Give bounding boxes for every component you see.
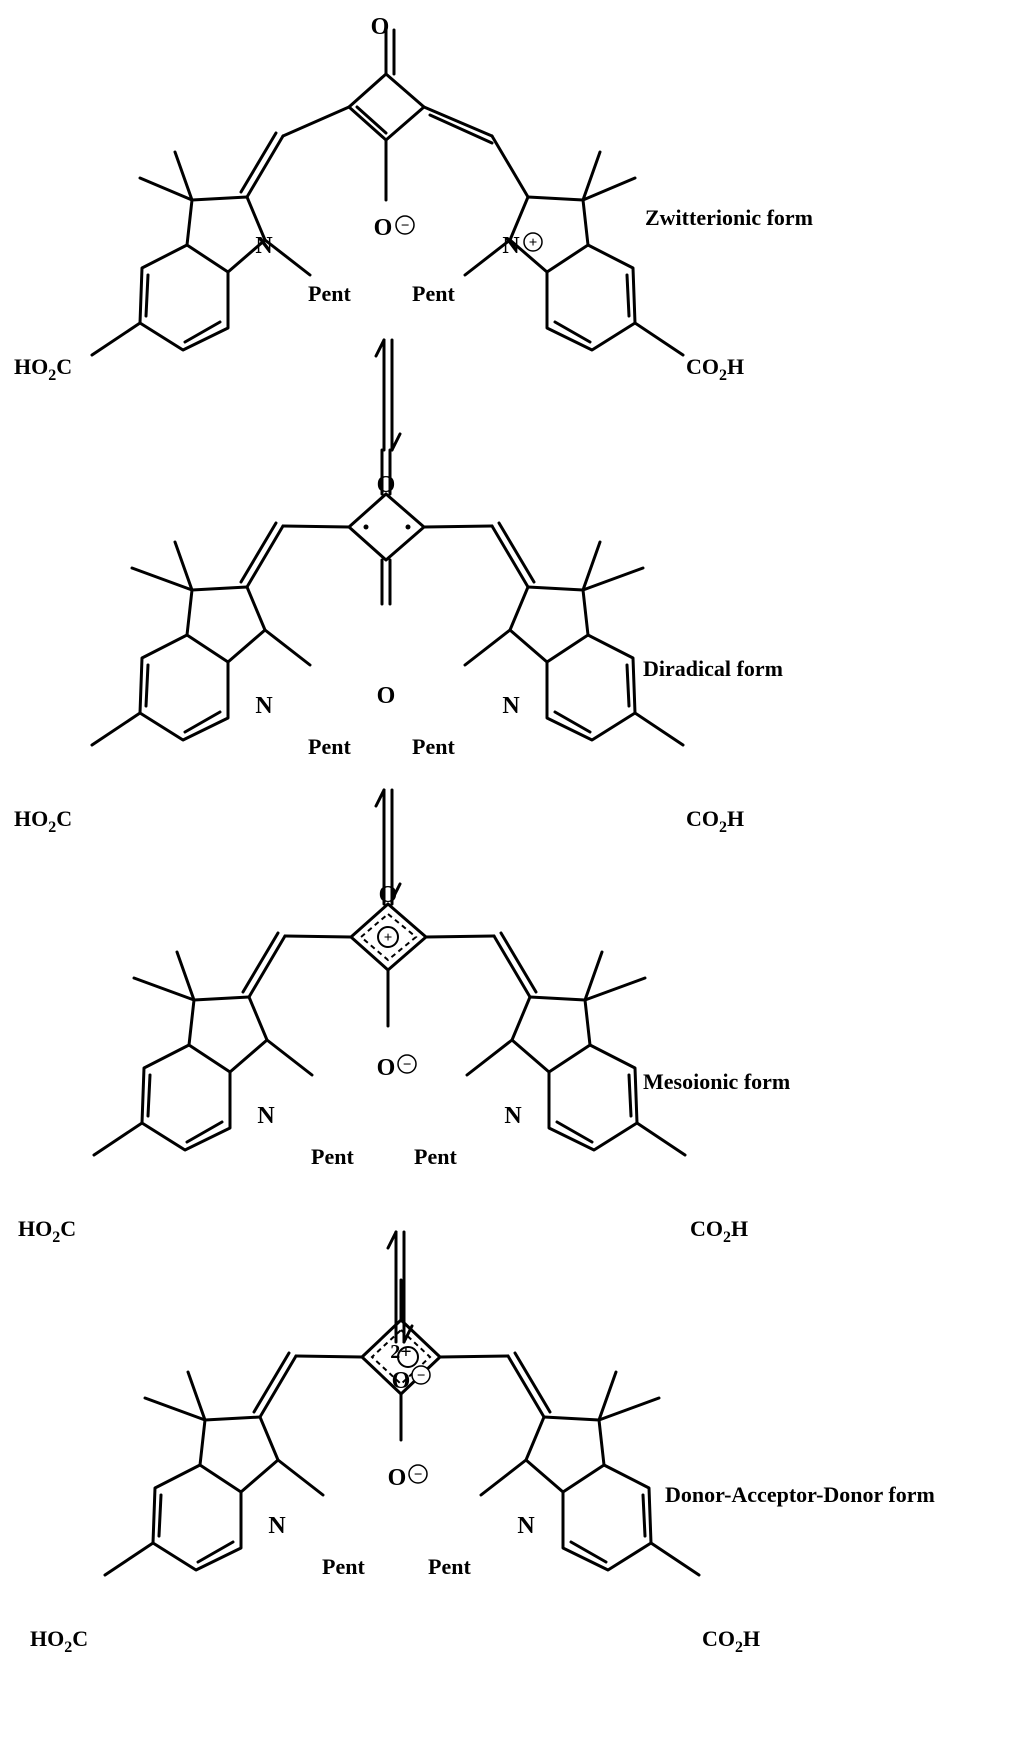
top-oxygen: O (377, 472, 396, 498)
top-oxygen: O (371, 14, 390, 40)
structure-donor-acceptor-donor (103, 1278, 701, 1577)
structure-zwitterionic (90, 28, 685, 357)
bottom-oxygen: O (377, 1055, 396, 1081)
form-title-donor-acceptor-donor: Donor-Acceptor-Donor form (665, 1482, 935, 1507)
equilibrium-arrow-2 (374, 788, 402, 902)
form-title-zwitterionic: Zwitterionic form (645, 205, 813, 230)
ring-charge: + (384, 930, 393, 946)
labels-zwitterionic: O O − N N + Pent Pent HO2C CO2H Zwitteri… (14, 14, 813, 384)
left-nitrogen: N (268, 1513, 286, 1539)
structure-diradical (90, 448, 685, 747)
bond-skeleton (92, 858, 687, 1157)
top-oxygen: O (379, 882, 398, 908)
right-acid: CO2H (702, 1626, 760, 1656)
left-pent: Pent (308, 734, 351, 759)
bottom-oxygen-charge-icon: − (408, 1464, 428, 1484)
svg-text:−: − (401, 218, 410, 234)
right-acid: CO2H (686, 806, 744, 836)
right-pent: Pent (414, 1144, 457, 1169)
top-oxygen: O (392, 1368, 411, 1394)
left-nitrogen: N (257, 1103, 275, 1129)
left-acid: HO2C (30, 1626, 88, 1656)
svg-text:+: + (529, 235, 538, 251)
ring-charge: 2+ (390, 1341, 411, 1363)
left-acid: HO2C (14, 806, 72, 836)
bond-skeleton (103, 1278, 701, 1577)
left-nitrogen: N (255, 233, 273, 259)
equilibrium-arrow-3 (386, 1230, 414, 1344)
structure-mesoionic (92, 858, 687, 1157)
right-pent: Pent (428, 1554, 471, 1579)
svg-text:−: − (403, 1057, 412, 1073)
bottom-oxygen-charge-icon: − (395, 215, 415, 235)
bond-skeleton (90, 28, 685, 357)
left-pent: Pent (308, 281, 351, 306)
equilibrium-arrow-1 (374, 338, 402, 452)
form-title-mesoionic: Mesoionic form (643, 1069, 790, 1094)
svg-text:−: − (414, 1467, 423, 1483)
form-title-diradical: Diradical form (643, 656, 783, 681)
labels-donor-acceptor-donor: O − 2+ O − N N Pent Pent HO2C CO2H Donor… (30, 1341, 935, 1656)
right-pent: Pent (412, 281, 455, 306)
right-nitrogen: N (517, 1513, 535, 1539)
bottom-oxygen: O (388, 1465, 407, 1491)
left-acid: HO2C (18, 1216, 76, 1246)
bottom-oxygen-charge-icon: − (397, 1054, 417, 1074)
bottom-oxygen: O (374, 215, 393, 241)
right-acid: CO2H (686, 354, 744, 384)
right-pent: Pent (412, 734, 455, 759)
top-oxygen-charge-icon: − (411, 1365, 431, 1385)
right-nitrogen: N (504, 1103, 522, 1129)
right-nitrogen: N (502, 233, 520, 259)
labels-diradical: O O N N Pent Pent HO2C CO2H Diradical fo… (14, 472, 783, 836)
svg-text:−: − (417, 1368, 426, 1384)
right-acid: CO2H (690, 1216, 748, 1246)
left-acid: HO2C (14, 354, 72, 384)
left-pent: Pent (311, 1144, 354, 1169)
left-pent: Pent (322, 1554, 365, 1579)
bottom-oxygen: O (377, 683, 396, 709)
left-nitrogen: N (255, 693, 273, 719)
labels-mesoionic: O + O − N N Pent Pent HO2C CO2H Mesoioni… (18, 882, 790, 1246)
right-nitrogen-charge-icon: + (523, 232, 543, 252)
right-nitrogen: N (502, 693, 520, 719)
bond-skeleton (90, 448, 685, 747)
